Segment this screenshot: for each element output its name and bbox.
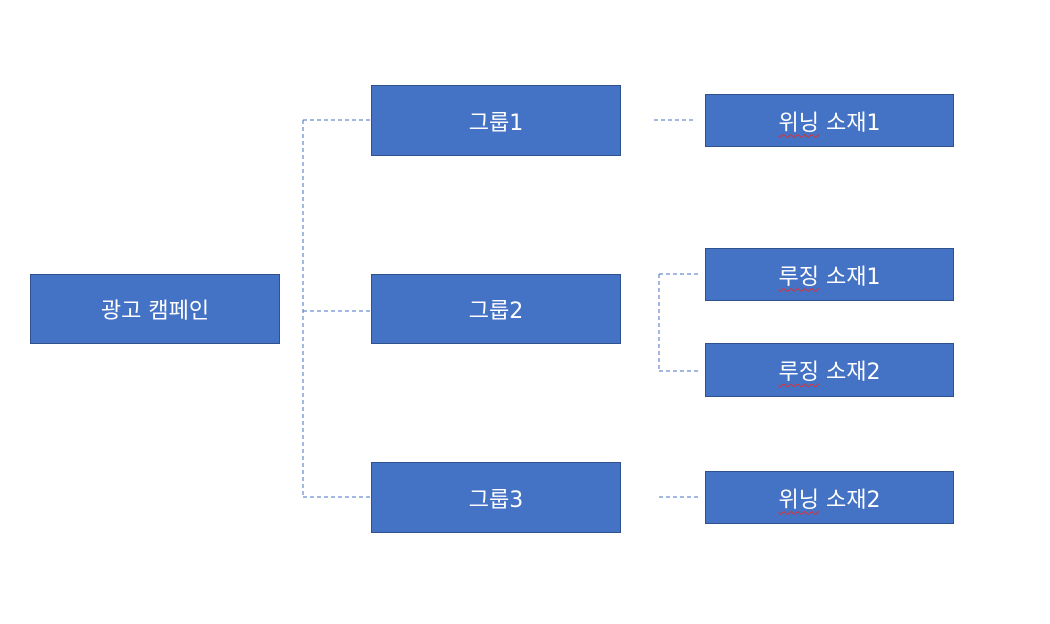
spellcheck-word: 위닝 <box>778 110 819 136</box>
node-ad-campaign-label: 광고 캠페인 <box>100 299 210 324</box>
spellcheck-word: 위닝 <box>778 487 819 513</box>
node-losing-creative-1[interactable]: 루징 소재1 <box>705 248 954 301</box>
node-group-1-label: 그룹1 <box>468 110 524 136</box>
node-winning-creative-2[interactable]: 위닝 소재2 <box>705 471 954 524</box>
node-group-1[interactable]: 그룹1 <box>371 85 621 156</box>
node-ad-campaign[interactable]: 광고 캠페인 <box>30 274 280 344</box>
node-winning-creative-2-label: 위닝 소재2 <box>778 487 881 513</box>
node-group-3[interactable]: 그룹3 <box>371 462 621 533</box>
spellcheck-word: 루징 <box>778 264 819 290</box>
node-group-2[interactable]: 그룹2 <box>371 274 621 344</box>
node-group-2-label: 그룹2 <box>468 299 524 324</box>
node-losing-creative-1-label: 루징 소재1 <box>778 264 881 290</box>
node-losing-creative-2[interactable]: 루징 소재2 <box>705 343 954 397</box>
node-group-3-label: 그룹3 <box>468 487 524 513</box>
node-losing-creative-2-label: 루징 소재2 <box>778 360 881 385</box>
node-winning-creative-1-label: 위닝 소재1 <box>778 110 881 136</box>
node-winning-creative-1[interactable]: 위닝 소재1 <box>705 94 954 147</box>
spellcheck-word: 루징 <box>778 360 819 385</box>
